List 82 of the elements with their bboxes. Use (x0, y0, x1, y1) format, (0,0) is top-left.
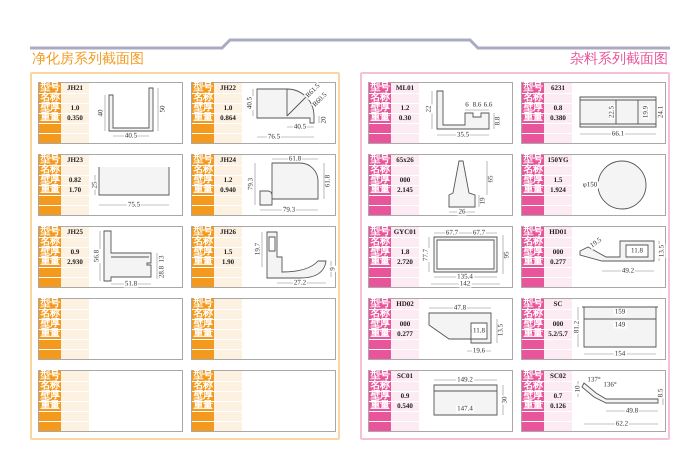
spec-value-column (391, 227, 419, 287)
spec-header-column (522, 227, 544, 287)
spec-header: 型号 (370, 227, 391, 237)
spec-value-column (214, 155, 242, 215)
spec-header: 型号 (522, 83, 544, 93)
spec-value-column (61, 299, 89, 359)
spec-header-column (192, 371, 214, 431)
spec-value-column (391, 83, 419, 143)
spec-value-column (544, 155, 572, 215)
product-card (191, 154, 336, 216)
product-card (368, 154, 513, 216)
spec-header-column (522, 155, 544, 215)
spec-header: 型号 (192, 227, 214, 237)
spec-value-column (214, 299, 242, 359)
spec-header-column (192, 83, 214, 143)
section-heading: 杂料系列截面图 (570, 50, 668, 68)
spec-header-column (369, 227, 391, 287)
spec-value-column (544, 83, 572, 143)
product-card (368, 226, 513, 288)
spec-header: 型号 (40, 371, 61, 381)
spec-header-column (369, 371, 391, 431)
spec-header-column (192, 299, 214, 359)
spec-header-column (39, 83, 61, 143)
spec-value-column (61, 83, 89, 143)
spec-value-column (61, 227, 89, 287)
product-card (191, 370, 336, 432)
product-card (521, 370, 666, 432)
product-card (368, 298, 513, 360)
section-heading: 净化房系列截面图 (32, 50, 144, 68)
spec-header: 型号 (370, 299, 391, 309)
spec-header-column (39, 155, 61, 215)
spec-value-column (61, 155, 89, 215)
spec-value-column (214, 227, 242, 287)
spec-header-column (39, 371, 61, 431)
product-card (191, 298, 336, 360)
product-card (38, 154, 183, 216)
spec-header: 型号 (370, 371, 391, 381)
product-card (521, 154, 666, 216)
product-card (38, 370, 183, 432)
spec-value-column (214, 83, 242, 143)
product-card (368, 82, 513, 144)
product-card (521, 226, 666, 288)
product-card (191, 226, 336, 288)
spec-header-column (39, 299, 61, 359)
spec-value-column (544, 299, 572, 359)
spec-header-column (192, 227, 214, 287)
spec-header: 型号 (192, 155, 214, 165)
product-card (191, 82, 336, 144)
spec-header-column (522, 299, 544, 359)
spec-value-column (61, 371, 89, 431)
spec-header: 型号 (40, 83, 61, 93)
spec-header: 型号 (522, 227, 544, 237)
product-card (38, 298, 183, 360)
spec-header: 型号 (522, 299, 544, 309)
spec-header: 型号 (522, 371, 544, 381)
spec-value-column (391, 371, 419, 431)
product-card (38, 226, 183, 288)
spec-header: 型号 (522, 155, 544, 165)
spec-value-column (214, 371, 242, 431)
spec-header: 型号 (370, 83, 391, 93)
spec-header: 型号 (40, 227, 61, 237)
spec-header-column (369, 155, 391, 215)
product-card (521, 82, 666, 144)
spec-header: 型号 (192, 371, 214, 381)
spec-header: 型号 (370, 155, 391, 165)
product-card (368, 370, 513, 432)
product-card (38, 82, 183, 144)
spec-value-column (391, 299, 419, 359)
spec-header: 型号 (40, 155, 61, 165)
spec-header: 型号 (192, 299, 214, 309)
spec-header-column (192, 155, 214, 215)
spec-value-column (391, 155, 419, 215)
product-card (521, 298, 666, 360)
spec-header-column (369, 83, 391, 143)
spec-header-column (39, 227, 61, 287)
spec-header-column (522, 371, 544, 431)
spec-header-column (522, 83, 544, 143)
spec-header-column (369, 299, 391, 359)
spec-header: 型号 (40, 299, 61, 309)
spec-value-column (544, 371, 572, 431)
spec-value-column (544, 227, 572, 287)
spec-header: 型号 (192, 83, 214, 93)
